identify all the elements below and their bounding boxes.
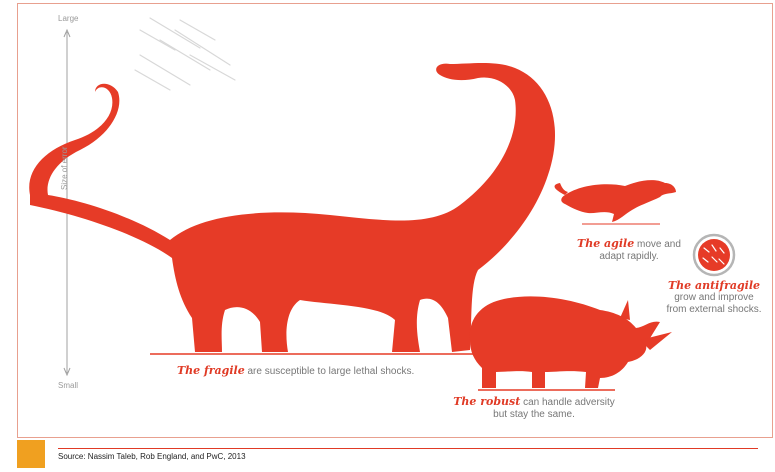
caption-fragile-text: are susceptible to large lethal shocks. bbox=[245, 366, 415, 377]
caption-robust-text2: but stay the same. bbox=[448, 409, 620, 421]
expand-button[interactable] bbox=[17, 440, 45, 468]
source-text: Source: Nassim Taleb, Rob England, and P… bbox=[58, 452, 246, 461]
caption-agile-text2: adapt rapidly. bbox=[574, 251, 684, 263]
caption-antifragile-text3: from external shocks. bbox=[655, 304, 773, 316]
meteor-shower-icon bbox=[135, 18, 235, 90]
cheetah-agile-icon bbox=[555, 180, 676, 222]
axis-top-label: Large bbox=[58, 14, 78, 23]
caption-fragile-emph: The fragile bbox=[177, 364, 245, 377]
caption-antifragile: The antifragile grow and improve from ex… bbox=[655, 280, 773, 316]
axis-bottom-label: Small bbox=[58, 381, 78, 390]
caption-agile-text1: move and bbox=[634, 239, 681, 250]
antifragile-sphere-icon bbox=[694, 235, 734, 275]
caption-antifragile-text2: grow and improve bbox=[655, 292, 773, 304]
caption-agile: The agile move and adapt rapidly. bbox=[574, 238, 684, 263]
caption-robust-text1: can handle adversity bbox=[520, 397, 615, 408]
source-divider bbox=[58, 448, 758, 449]
caption-robust-emph: The robust bbox=[453, 395, 520, 408]
caption-fragile: The fragile are susceptible to large let… bbox=[177, 365, 414, 378]
axis-title: Size of error bbox=[60, 146, 69, 190]
rhino-robust-icon bbox=[470, 296, 672, 388]
dinosaur-fragile-icon bbox=[29, 63, 555, 352]
caption-agile-emph: The agile bbox=[577, 237, 634, 250]
caption-robust: The robust can handle adversity but stay… bbox=[448, 396, 620, 421]
caption-antifragile-emph: The antifragile bbox=[655, 280, 773, 292]
